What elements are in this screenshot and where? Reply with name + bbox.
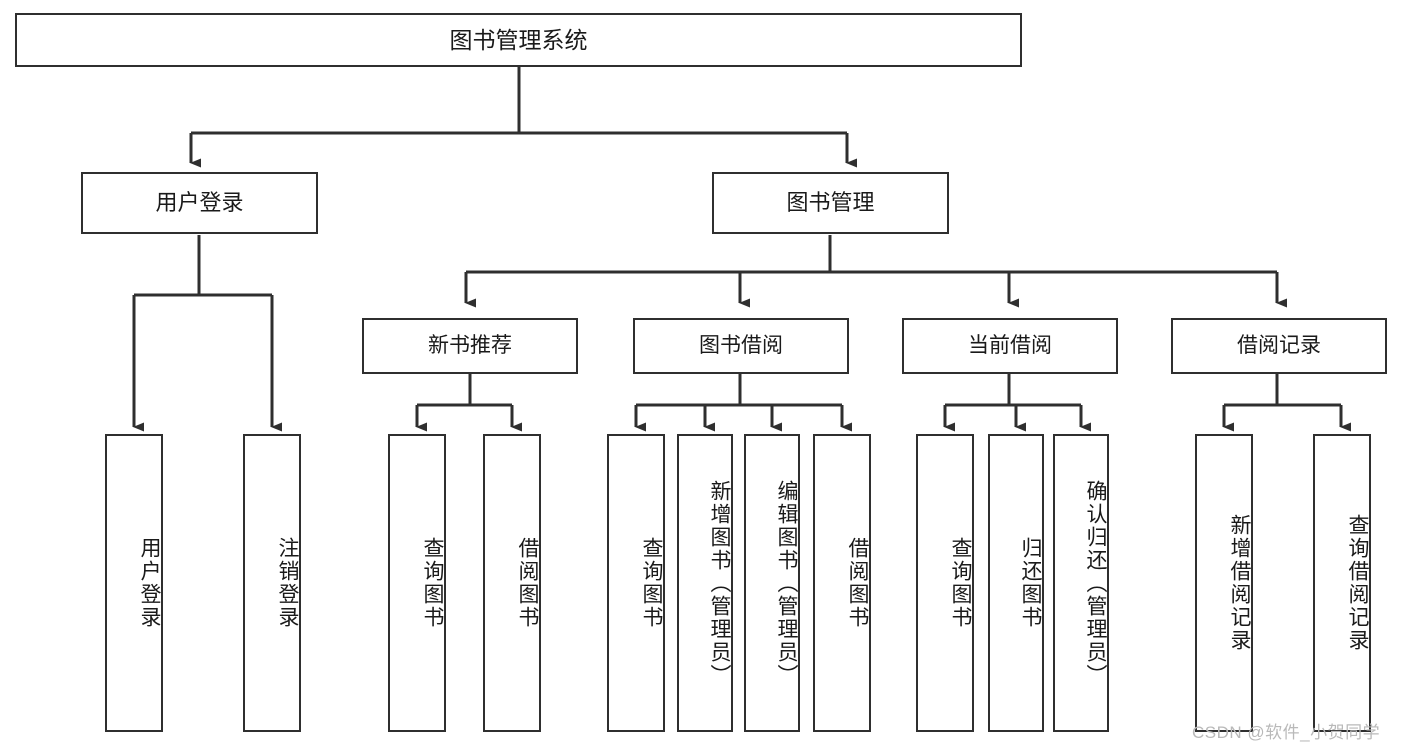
node-current-borrow-label: 当前借阅 <box>968 333 1052 357</box>
node-current-borrow[interactable]: 当前借阅 <box>902 318 1118 374</box>
node-root-label: 图书管理系统 <box>449 26 588 53</box>
leaf-return-book[interactable]: 归还图书 <box>988 434 1044 732</box>
leaf-logout[interactable]: 注销登录 <box>243 434 301 732</box>
leaf-query-book-current-label: 查询图书 <box>949 537 972 629</box>
node-user-login-label: 用户登录 <box>155 190 244 216</box>
leaf-query-book-recommend-label: 查询图书 <box>421 537 444 629</box>
leaf-user-login[interactable]: 用户登录 <box>105 434 163 732</box>
leaf-query-borrow-record-label: 查询借阅记录 <box>1346 514 1369 652</box>
leaf-borrow-book-recommend-label: 借阅图书 <box>516 537 539 629</box>
leaf-query-book-borrow[interactable]: 查询图书 <box>607 434 665 732</box>
leaf-borrow-book-recommend[interactable]: 借阅图书 <box>483 434 541 732</box>
leaf-edit-book-admin[interactable]: 编辑图书（管理员） <box>744 434 800 732</box>
leaf-user-login-label: 用户登录 <box>138 537 161 629</box>
node-book-borrow-label: 图书借阅 <box>699 333 783 357</box>
leaf-logout-label: 注销登录 <box>276 537 299 629</box>
node-root[interactable]: 图书管理系统 <box>15 13 1022 67</box>
leaf-borrow-book-label: 借阅图书 <box>846 537 869 629</box>
node-book-management-label: 图书管理 <box>786 190 875 216</box>
node-book-management[interactable]: 图书管理 <box>712 172 949 234</box>
leaf-add-book-admin-label: 新增图书（管理员） <box>708 479 731 687</box>
node-borrow-record[interactable]: 借阅记录 <box>1171 318 1387 374</box>
leaf-add-borrow-record-label: 新增借阅记录 <box>1228 514 1251 652</box>
leaf-confirm-return-admin[interactable]: 确认归还（管理员） <box>1053 434 1109 732</box>
leaf-query-book-current[interactable]: 查询图书 <box>916 434 974 732</box>
leaf-add-borrow-record[interactable]: 新增借阅记录 <box>1195 434 1253 732</box>
node-borrow-record-label: 借阅记录 <box>1237 333 1321 357</box>
node-user-login[interactable]: 用户登录 <box>81 172 318 234</box>
leaf-return-book-label: 归还图书 <box>1019 537 1042 629</box>
leaf-query-borrow-record[interactable]: 查询借阅记录 <box>1313 434 1371 732</box>
node-book-borrow[interactable]: 图书借阅 <box>633 318 849 374</box>
leaf-edit-book-admin-label: 编辑图书（管理员） <box>775 479 798 687</box>
node-new-book-recommend-label: 新书推荐 <box>428 333 512 357</box>
watermark: CSDN @软件_小贺同学 <box>1192 723 1381 742</box>
leaf-borrow-book[interactable]: 借阅图书 <box>813 434 871 732</box>
leaf-query-book-recommend[interactable]: 查询图书 <box>388 434 446 732</box>
leaf-query-book-borrow-label: 查询图书 <box>640 537 663 629</box>
leaf-add-book-admin[interactable]: 新增图书（管理员） <box>677 434 733 732</box>
leaf-confirm-return-admin-label: 确认归还（管理员） <box>1084 479 1107 687</box>
node-new-book-recommend[interactable]: 新书推荐 <box>362 318 578 374</box>
